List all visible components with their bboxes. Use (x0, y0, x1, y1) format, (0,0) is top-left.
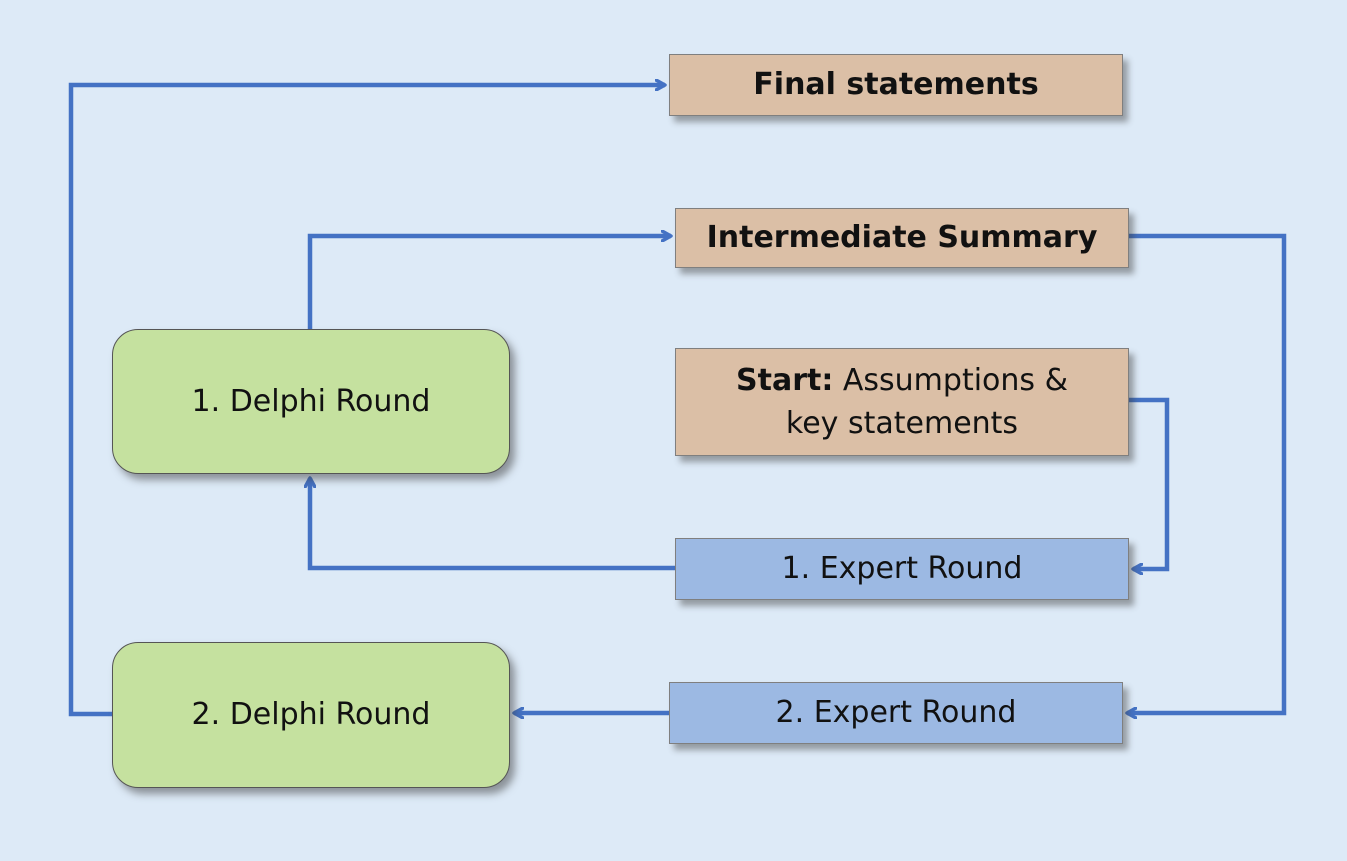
arrow-delphi-round-1-to-intermediate-summary (307, 236, 671, 329)
delphi-round-1-label: 1. Delphi Round (191, 383, 431, 419)
start-line-1: Start: Assumptions & (736, 359, 1068, 403)
expert-round-2-label: 2. Expert Round (775, 695, 1017, 731)
expert-round-2-box: 2. Expert Round (669, 682, 1123, 744)
delphi-round-2-box: 2. Delphi Round (112, 642, 510, 788)
start-line-1-text: Assumptions & (842, 362, 1068, 398)
expert-round-1-label: 1. Expert Round (781, 551, 1023, 587)
intermediate-summary-box: Intermediate Summary (675, 208, 1129, 268)
arrow-intermediate-summary-to-expert-round-2 (1127, 233, 1287, 713)
arrow-expert-round-1-to-delphi-round-1 (310, 478, 675, 571)
arrow-start-to-expert-round-1 (1129, 397, 1170, 569)
delphi-round-1-box: 1. Delphi Round (112, 329, 510, 474)
intermediate-summary-label: Intermediate Summary (706, 220, 1098, 256)
arrow-delphi-round-2-to-final-statements (68, 85, 665, 717)
final-statements-box: Final statements (669, 54, 1123, 116)
delphi-round-2-label: 2. Delphi Round (191, 697, 431, 733)
start-line-2: key statements (785, 406, 1019, 441)
expert-round-1-box: 1. Expert Round (675, 538, 1129, 600)
start-box: Start: Assumptions & key statements (675, 348, 1129, 456)
final-statements-label: Final statements (753, 67, 1039, 103)
start-prefix: Start: (736, 362, 834, 398)
